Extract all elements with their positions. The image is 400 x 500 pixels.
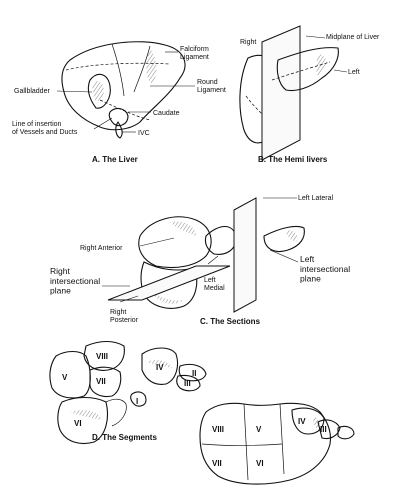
left-intersectional-plane-label-line: plane [300, 274, 321, 284]
panel-b-caption: B. The Hemi livers [258, 155, 328, 164]
right-intersectional-plane-label-line: plane [50, 286, 71, 296]
ivc-label: IVC [138, 130, 150, 137]
round-ligament-label-line: Round [197, 79, 218, 86]
left-intersectional-plane-label-line: intersectional [300, 264, 350, 274]
left-intersectional-plane-label-line: Left [300, 254, 315, 264]
segment-v-assembled-label: V [256, 425, 262, 434]
segment-ii-label: II [192, 369, 196, 378]
panel-d-segments-exploded: VIII V VII IV II III I VI D. The Segment… [49, 340, 207, 445]
left-medial-label-line: Medial [204, 285, 225, 292]
left-hemi-label: Left [348, 69, 360, 76]
segment-vi-assembled-label: VI [256, 459, 264, 468]
segment-iv-label: IV [156, 363, 164, 372]
left-medial-label-line: Left [204, 277, 216, 284]
gallbladder-label: Gallbladder [14, 88, 50, 95]
segment-viii-assembled-label: VIII [212, 425, 224, 434]
segment-iv-assembled-label: IV [298, 417, 306, 426]
right-intersectional-plane-label-line: Right [50, 266, 70, 276]
round-ligament-label-line: Ligament [197, 87, 226, 94]
left-lateral-label: Left Lateral [298, 195, 333, 202]
segment-i-label: I [136, 397, 138, 406]
line-of-insertion-label-line: of Vessels and Ducts [12, 129, 78, 136]
segment-v-label: V [62, 373, 68, 382]
panel-d-caption: D. The Segments [92, 433, 157, 442]
falciform-ligament-label-line: Falciform [180, 46, 209, 53]
segment-vii-label: VII [96, 377, 106, 386]
panel-a-caption: A. The Liver [92, 155, 138, 164]
segment-vii-assembled-label: VII [212, 459, 222, 468]
panel-c-caption: C. The Sections [200, 317, 261, 326]
falciform-ligament-label-line: Ligament [180, 54, 209, 61]
segment-vi-label: VI [74, 419, 82, 428]
segment-iii-assembled-label: III [320, 425, 327, 434]
right-intersectional-plane-label-line: intersectional [50, 276, 100, 286]
right-hemi-label: Right [240, 39, 256, 46]
caudate-label: Caudate [153, 110, 180, 117]
segment-viii-label: VIII [96, 352, 108, 361]
right-posterior-label-line: Posterior [110, 317, 139, 324]
panel-d-segments-assembled: VIII V IV III VII VI [199, 402, 355, 485]
right-posterior-label-line: Right [110, 309, 126, 316]
line-of-insertion-label-line: Line of insertion [12, 121, 62, 128]
panel-b-hemi-livers: Right Midplane of Liver Left B. The Hemi… [239, 25, 380, 164]
right-anterior-label: Right Anterior [80, 245, 123, 252]
midplane-label: Midplane of Liver [326, 34, 380, 41]
segment-iii-label: III [184, 379, 191, 388]
